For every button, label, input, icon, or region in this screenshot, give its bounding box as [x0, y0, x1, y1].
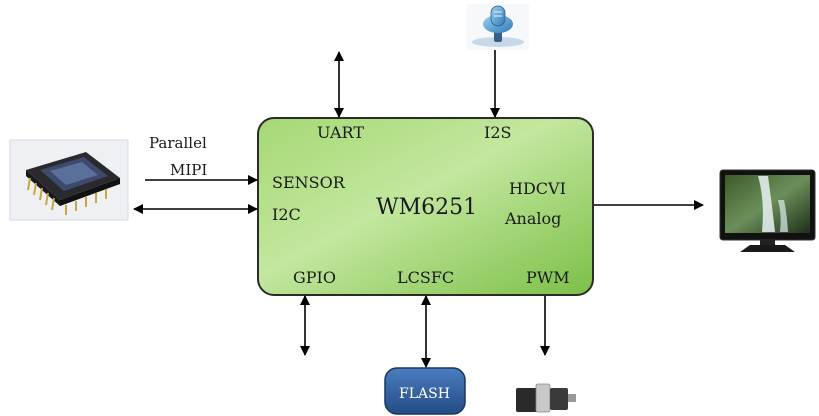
link-parallel-label: Parallel: [149, 134, 207, 152]
microphone-icon: [467, 4, 529, 50]
flash-label: FLASH: [399, 386, 450, 402]
port-i2c: I2C: [272, 205, 301, 224]
link-mipi-label: MIPI: [170, 161, 207, 179]
flash-block: [384, 367, 466, 415]
port-sensor: SENSOR: [272, 173, 346, 192]
port-hdcvi: HDCVI: [509, 179, 566, 198]
chip-name: WM6251: [376, 195, 477, 220]
port-uart: UART: [317, 123, 364, 142]
port-pwm: PWM: [526, 268, 570, 287]
port-i2s: I2S: [484, 123, 511, 142]
port-lcsfc: LCSFC: [397, 268, 454, 287]
port-analog: Analog: [504, 209, 561, 228]
monitor-icon: [719, 169, 816, 252]
port-gpio: GPIO: [293, 268, 336, 287]
motor-icon: [516, 383, 576, 413]
image-sensor-chip-icon: [9, 139, 129, 221]
